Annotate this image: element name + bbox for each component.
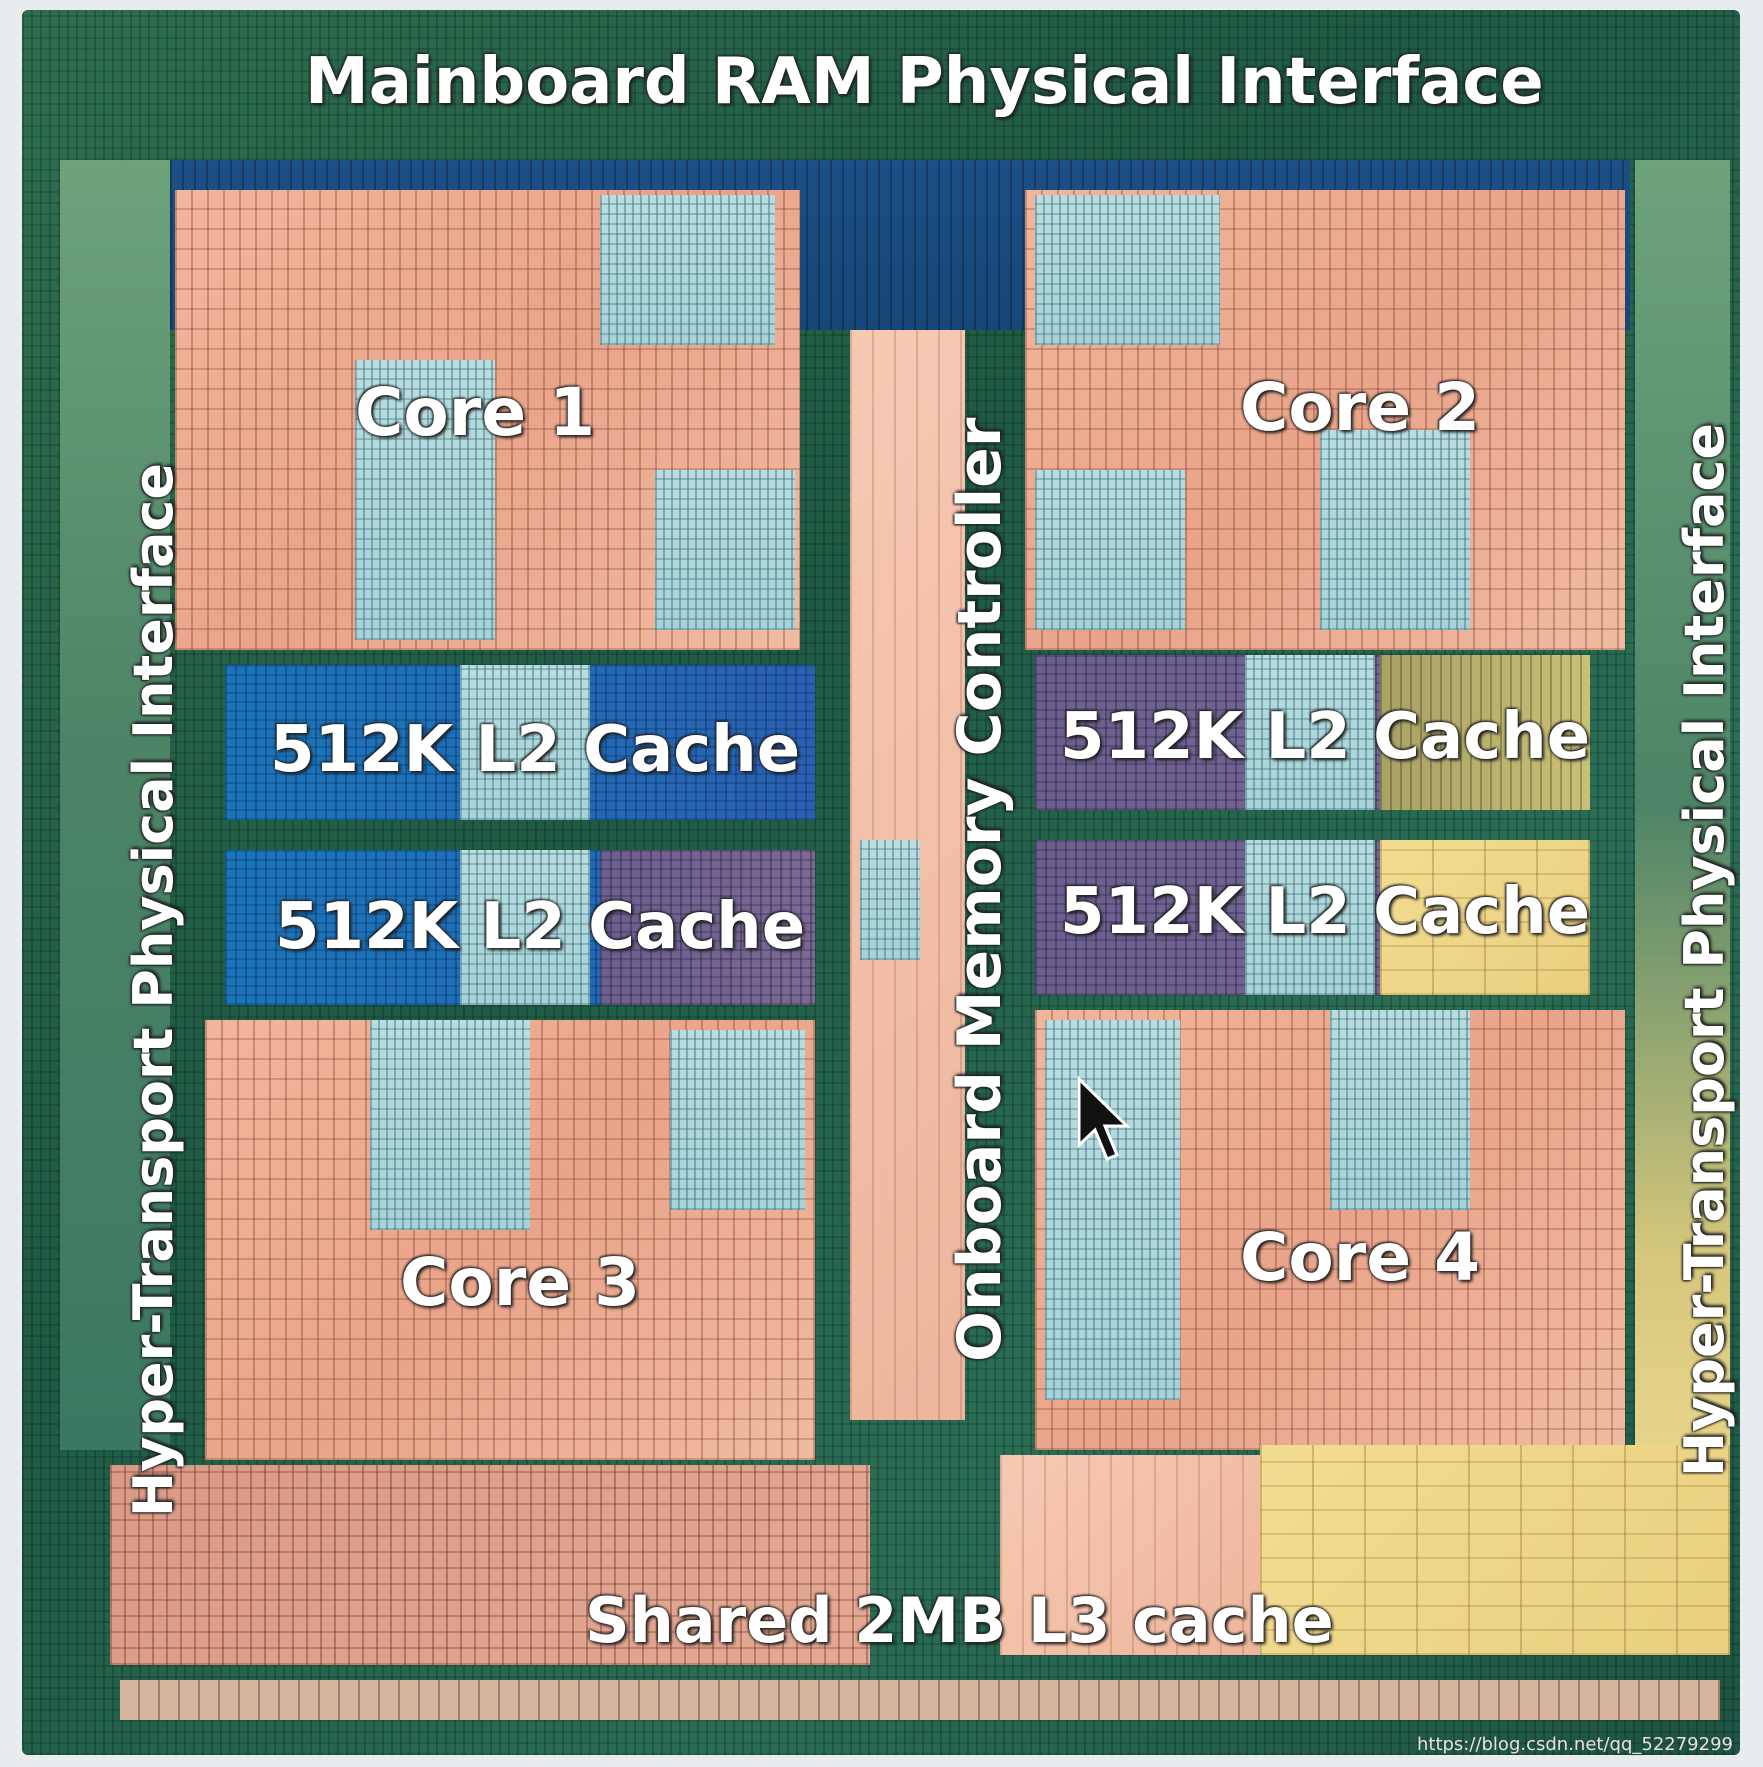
core4-cyan-block-b bbox=[1330, 1010, 1470, 1210]
die-bottom-edge bbox=[120, 1680, 1720, 1720]
core2-cyan-block-c bbox=[1035, 195, 1220, 345]
l2-cache-block-1-strip bbox=[460, 665, 590, 820]
l3-cache-left bbox=[110, 1465, 870, 1665]
memory-controller-cyan-segment bbox=[860, 840, 920, 960]
l2-cache-block-4-strip bbox=[1245, 840, 1375, 995]
l2-cache-block-3-olive bbox=[1380, 655, 1590, 810]
core1-cyan-block-c bbox=[600, 195, 775, 345]
l3-cache-middle bbox=[1000, 1455, 1260, 1655]
core3-cyan-block-a bbox=[370, 1020, 530, 1230]
l2-cache-label-2: 512K L2 Cache bbox=[275, 890, 806, 964]
l2-cache-block-3-strip bbox=[1245, 655, 1375, 810]
left-interface-strip bbox=[60, 160, 170, 1450]
l3-cache-right bbox=[1260, 1445, 1730, 1655]
core2-label: Core 2 bbox=[1240, 369, 1480, 446]
mouse-pointer-icon bbox=[1075, 1075, 1135, 1165]
core3-label: Core 3 bbox=[400, 1244, 640, 1321]
l2-cache-label-1: 512K L2 Cache bbox=[270, 713, 801, 787]
core1-cyan-block-b bbox=[655, 470, 795, 630]
core4-cyan-block-a bbox=[1045, 1020, 1180, 1400]
memory-controller-label: Onboard Memory Controller bbox=[945, 417, 1015, 1362]
right-interface-strip bbox=[1635, 160, 1730, 1450]
core1-label: Core 1 bbox=[355, 374, 595, 451]
l2-cache-block-4-yellow bbox=[1380, 840, 1590, 995]
core4-label: Core 4 bbox=[1240, 1219, 1480, 1296]
l2-cache-label-3: 512K L2 Cache bbox=[1060, 700, 1591, 774]
core1-cyan-block-a bbox=[355, 360, 495, 640]
l2-cache-block-2-strip bbox=[460, 850, 590, 1005]
right-interface-label: Hyper-Transport Physical Interface bbox=[1673, 422, 1736, 1478]
left-interface-label: Hyper-Transport Physical Interface bbox=[122, 462, 185, 1518]
core3-cyan-block-b bbox=[670, 1030, 805, 1210]
watermark-url: https://blog.csdn.net/qq_52279299 bbox=[1416, 1734, 1733, 1755]
top-interface-label: Mainboard RAM Physical Interface bbox=[305, 45, 1544, 119]
core2-cyan-block-b bbox=[1320, 430, 1470, 630]
l2-cache-label-4: 512K L2 Cache bbox=[1060, 875, 1591, 949]
l2-cache-block-2-purple bbox=[600, 850, 815, 1005]
core2-cyan-block-a bbox=[1035, 470, 1185, 630]
l3-cache-label: Shared 2MB L3 cache bbox=[585, 1584, 1334, 1657]
